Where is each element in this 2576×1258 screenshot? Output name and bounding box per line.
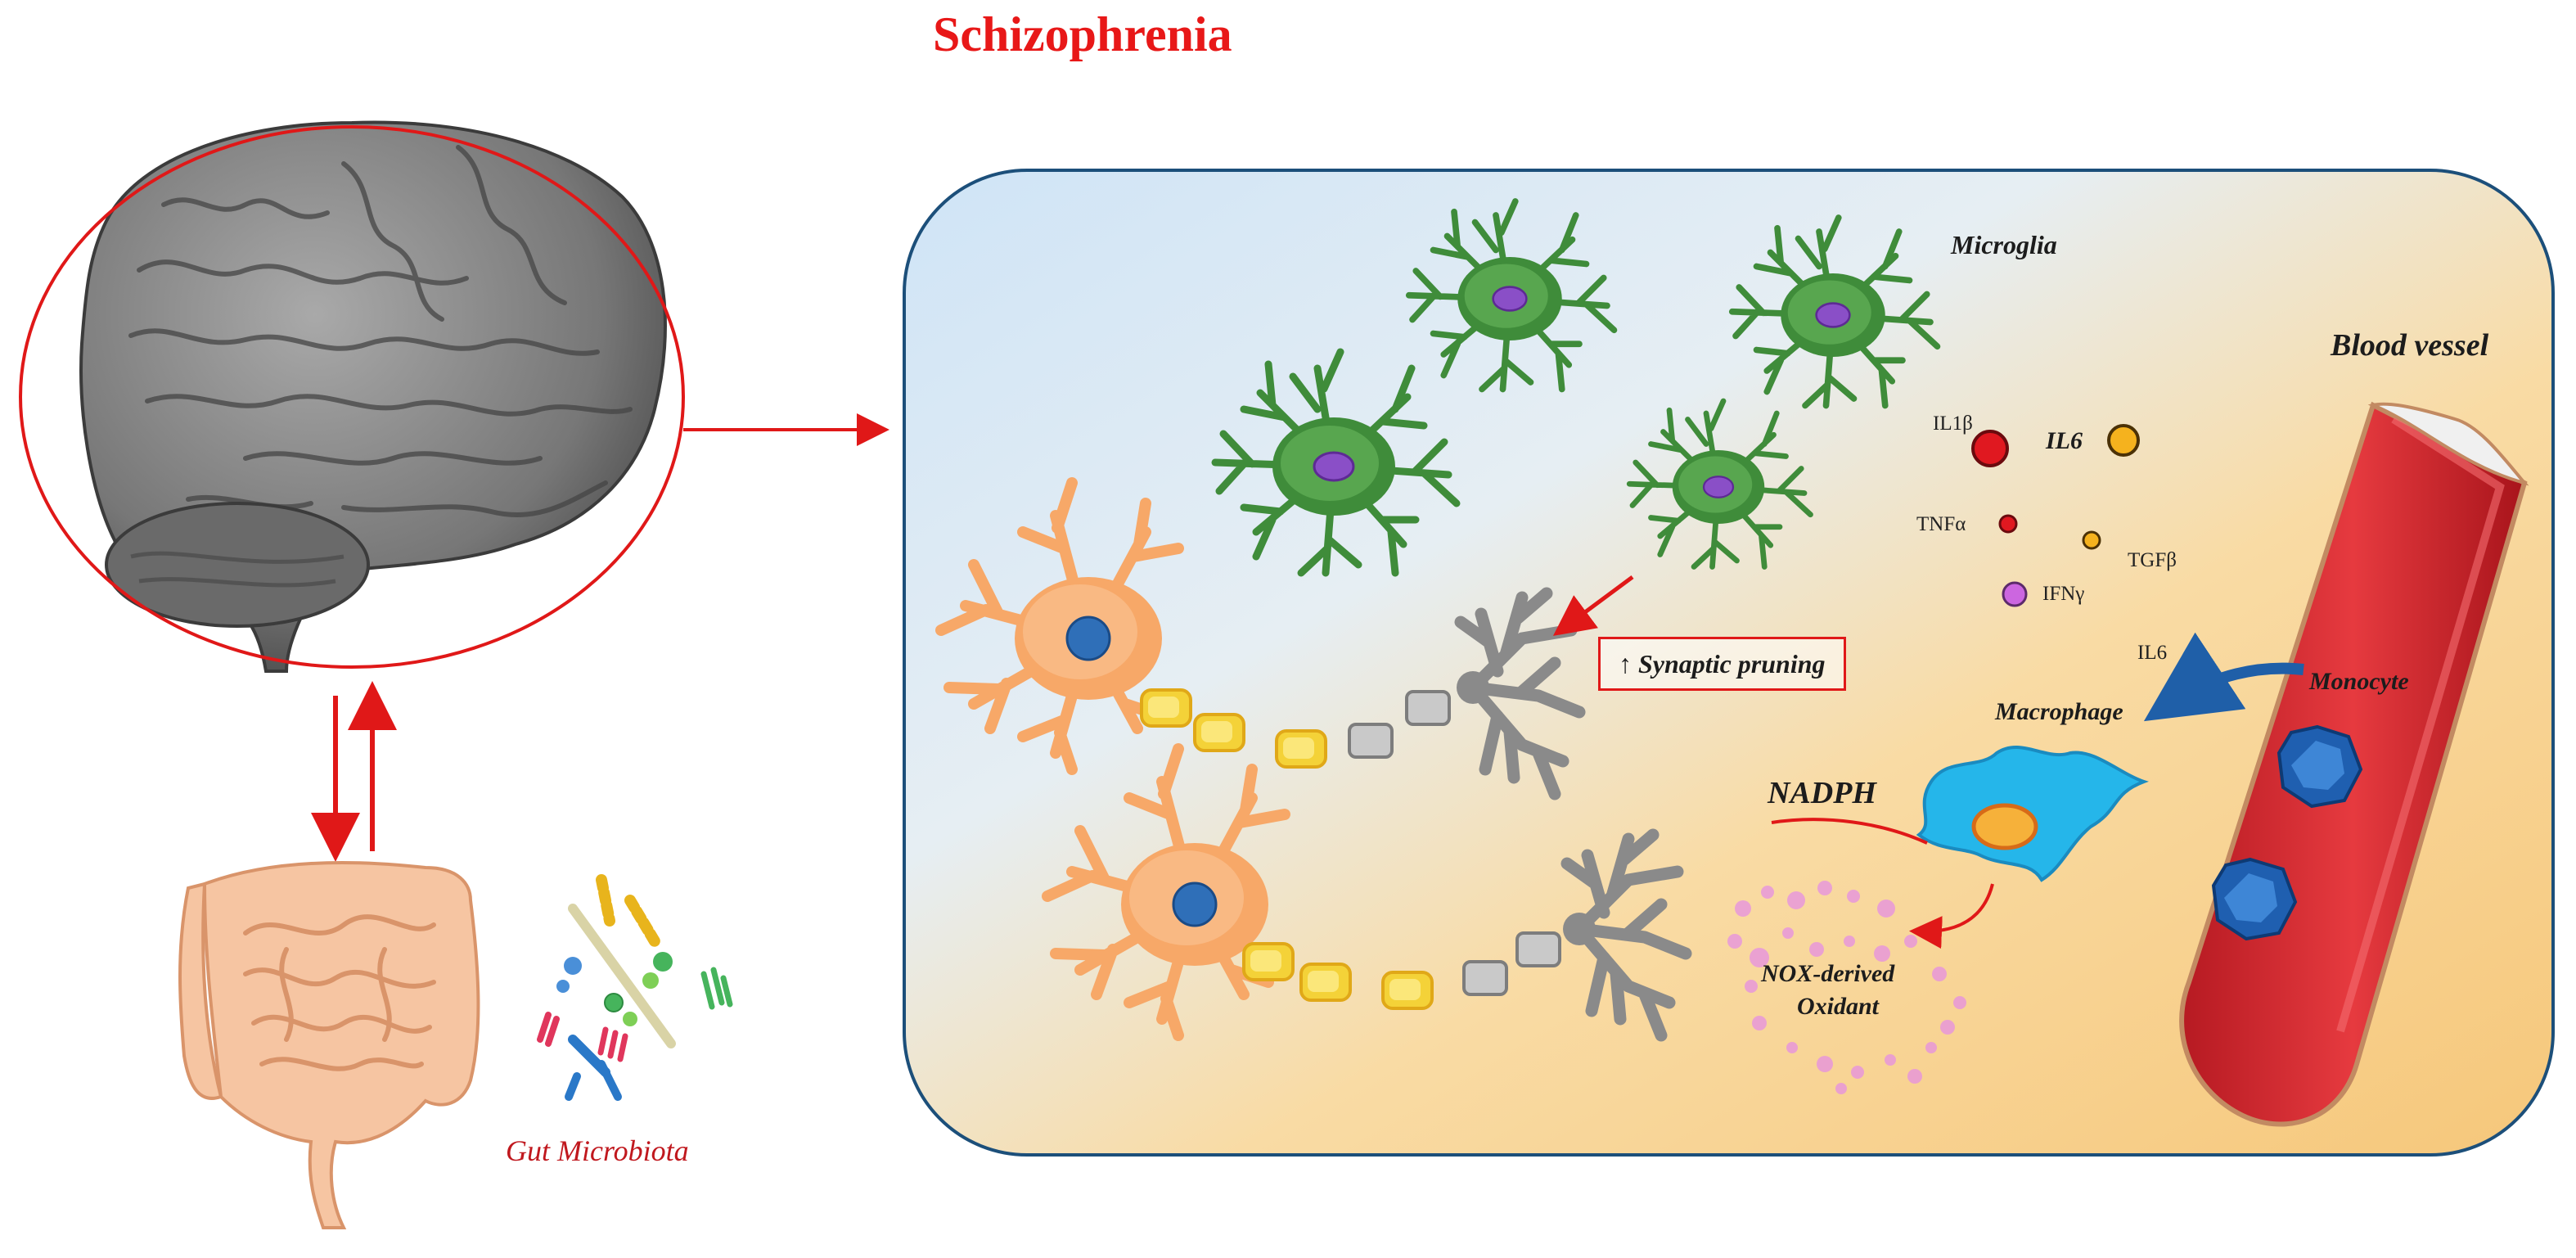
monocyte-icon xyxy=(2277,724,2363,809)
il1b-molecule xyxy=(1971,430,2009,467)
nox-label-line2: Oxidant xyxy=(1797,993,1880,1020)
tnfa-molecule xyxy=(1998,514,2018,534)
tgfb-molecule xyxy=(2082,530,2101,550)
nox-label-line1: NOX-derived xyxy=(1761,960,1895,987)
brain-icon xyxy=(79,120,667,673)
pruning-arrow xyxy=(1552,575,1634,636)
gut-microbiota-label: Gut Microbiota xyxy=(506,1134,689,1167)
monocyte-label: Monocyte xyxy=(2309,668,2409,695)
monocyte-icon xyxy=(2211,857,2298,941)
intestine-icon xyxy=(178,861,480,1229)
figure-title: Schizophrenia xyxy=(933,7,1232,61)
il6-label: IL6 xyxy=(2046,427,2083,454)
nadph-line xyxy=(1771,818,1928,845)
monocyte-to-macrophage-arrow xyxy=(2143,632,2304,722)
bacteria-icon xyxy=(537,874,733,1101)
ifng-label: IFNγ xyxy=(2042,583,2085,605)
il6-molecule xyxy=(2107,424,2140,457)
tgfb-label: TGFβ xyxy=(2128,549,2177,571)
blood-vessel-label: Blood vessel xyxy=(2331,328,2489,363)
macrophage-icon xyxy=(1916,745,2149,882)
il1b-label: IL1β xyxy=(1933,413,1973,435)
oxidant-cloud xyxy=(1727,881,1966,1094)
il6-secondary-label: IL6 xyxy=(2137,642,2168,664)
brain-highlight-ellipse xyxy=(19,125,685,669)
microglia-label: Microglia xyxy=(1951,230,2057,259)
ifng-molecule xyxy=(2002,581,2028,607)
tnfa-label: TNFα xyxy=(1916,513,1966,535)
oxidant-arrow xyxy=(1909,883,1994,949)
synaptic-pruning-box: ↑ Synaptic pruning xyxy=(1598,637,1846,691)
nadph-label: NADPH xyxy=(1768,776,1876,810)
macrophage-label: Macrophage xyxy=(1995,698,2123,725)
